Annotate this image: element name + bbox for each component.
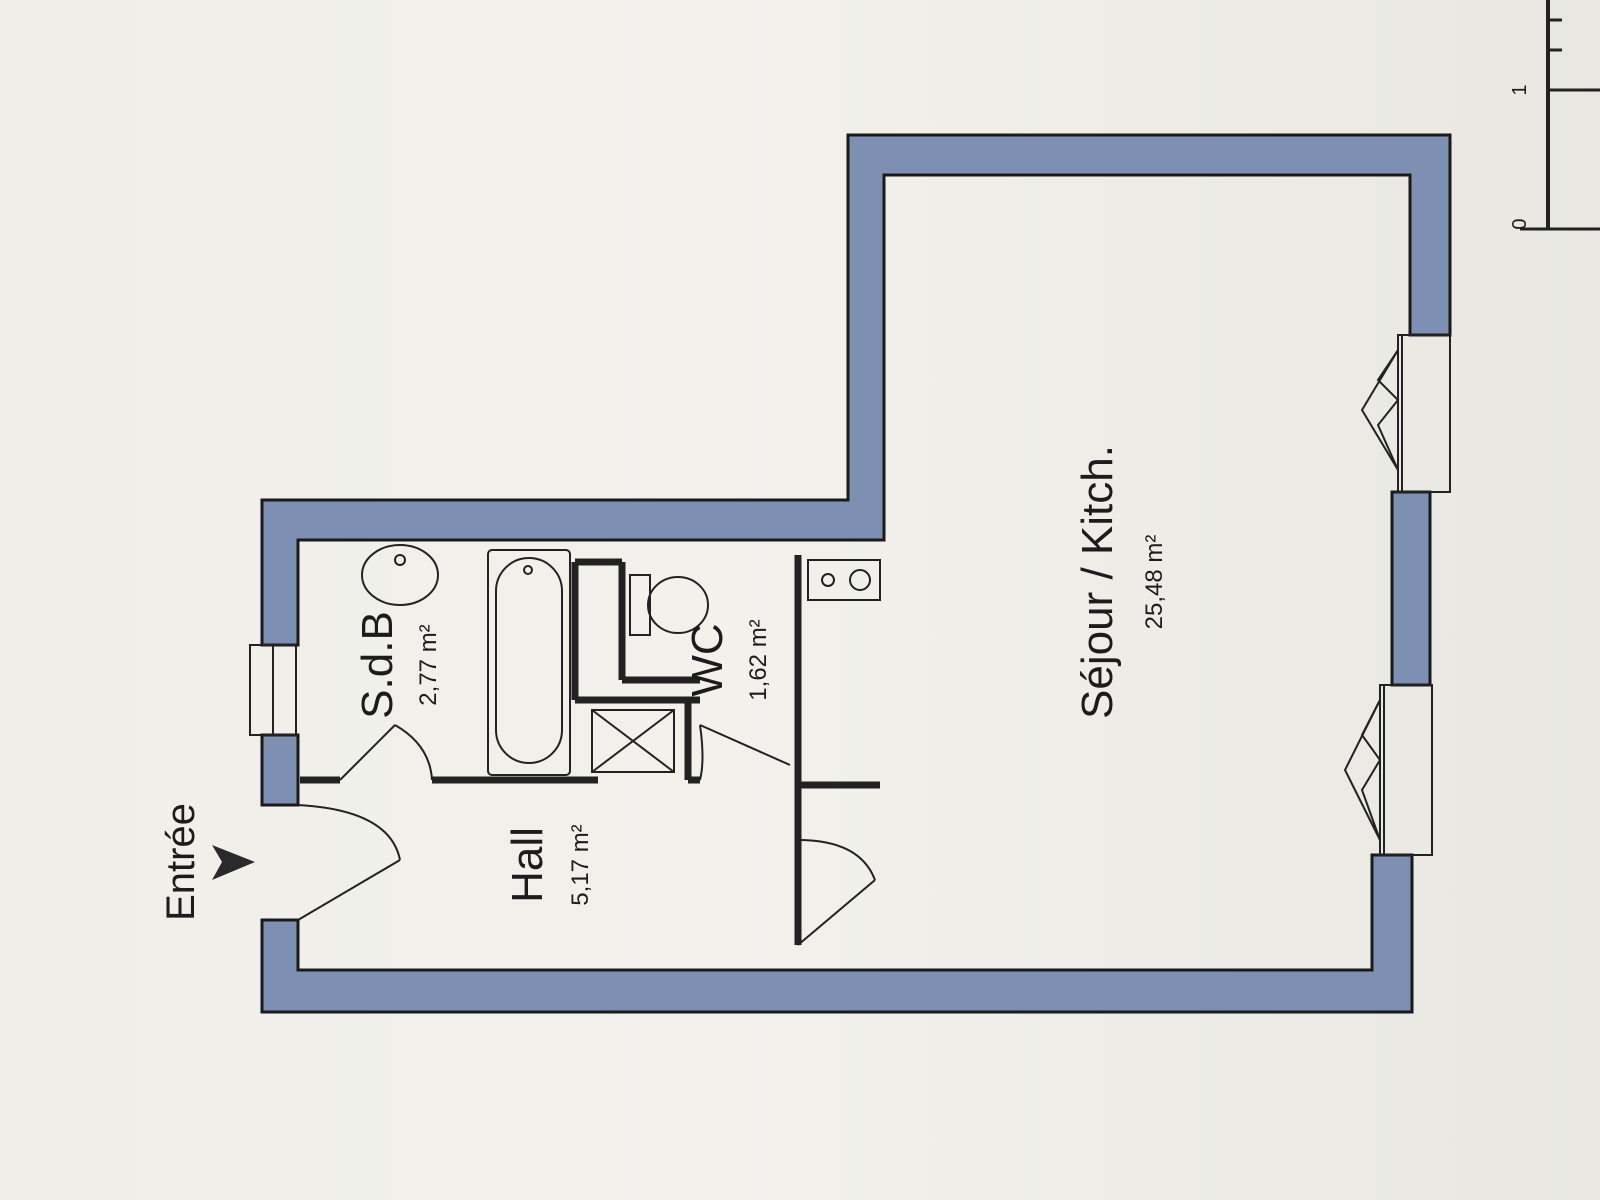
door-sdb <box>339 724 433 781</box>
duct-shaft <box>591 709 675 773</box>
window-sdb <box>249 644 297 736</box>
door-wc <box>699 724 791 781</box>
exterior-walls <box>260 133 1452 1014</box>
window-sejour-top <box>1360 334 1451 493</box>
room-name: S.d.B <box>353 611 402 719</box>
room-name: Hall <box>503 827 552 903</box>
room-area: 25,48 m² <box>1141 535 1168 630</box>
entrance-label: Entrée <box>159 803 203 921</box>
bathtub-icon <box>487 549 571 776</box>
door-entrance <box>297 804 401 921</box>
room-hall: Hall 5,17 m² <box>503 824 594 905</box>
interior-partitions <box>300 555 880 945</box>
door-sejour <box>797 839 876 946</box>
room-wc: WC 1,62 m² <box>683 619 772 700</box>
entrance-arrow-icon <box>212 845 255 880</box>
window-sejour-bottom <box>1343 684 1433 856</box>
room-area: 2,77 m² <box>415 624 442 705</box>
room-name: Séjour / Kitch. <box>1073 445 1122 719</box>
room-name: WC <box>683 623 732 696</box>
room-sdb: S.d.B 2,77 m² <box>353 611 442 719</box>
toilet-icon <box>629 574 709 636</box>
scale-end-label: 1 <box>1509 84 1531 95</box>
scale-start-label: 0 <box>1509 218 1531 229</box>
room-area: 1,62 m² <box>745 619 772 700</box>
stove-icon <box>807 559 881 601</box>
scale-bar: 0 1 <box>1509 0 1600 231</box>
sink-icon <box>361 544 439 606</box>
room-sejour: Séjour / Kitch. 25,48 m² <box>1073 445 1168 719</box>
room-area: 5,17 m² <box>567 824 594 905</box>
